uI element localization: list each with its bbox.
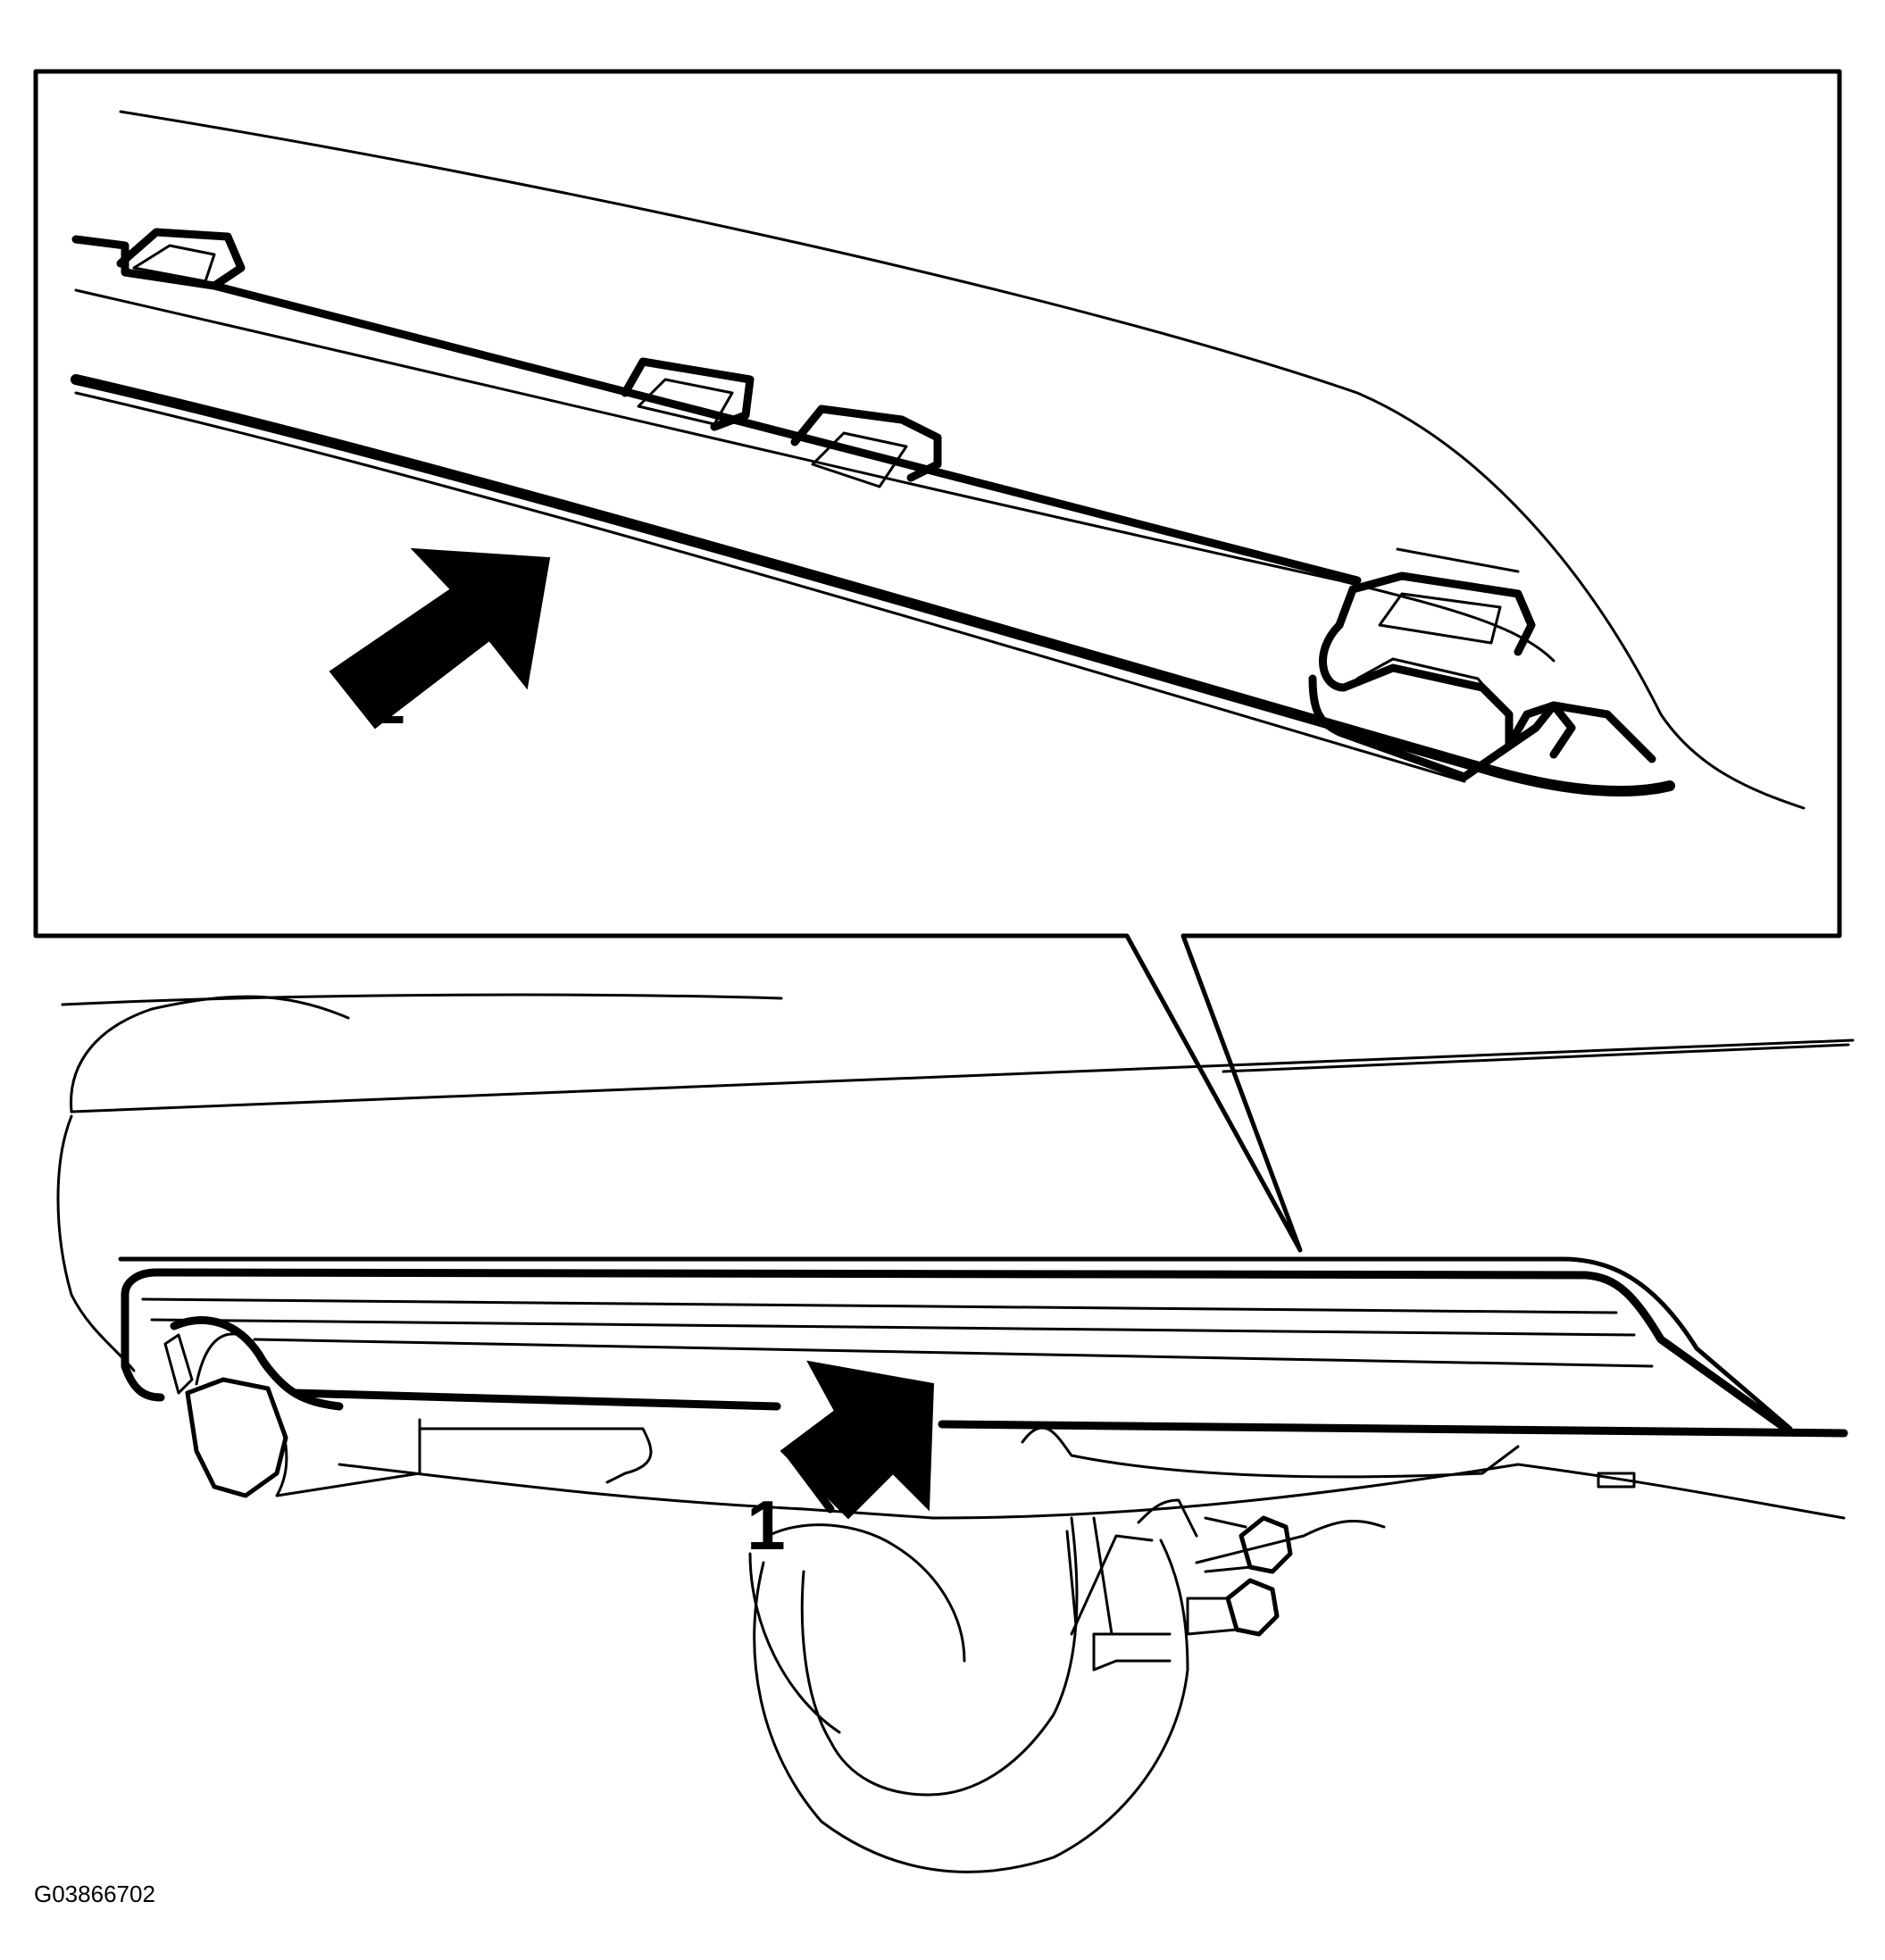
bumper-lower-line: [121, 1362, 1848, 1438]
vehicle-overview: 1: [56, 993, 1855, 1873]
bumper-trim-inner-line-3: [253, 1338, 1654, 1368]
body-top-line: [61, 993, 783, 1006]
clip-recess-3: [790, 405, 942, 488]
strip-profile: [1319, 621, 1576, 759]
body-rear-upper: [70, 995, 350, 1113]
wheel-assembly: [748, 1498, 1386, 1873]
underbody-line-3: [1021, 1426, 1520, 1479]
clip-recess-4: [1335, 547, 1536, 656]
bumper-upper-edge: [71, 235, 1362, 585]
clip-recess-1: [116, 228, 246, 290]
underbody-clip: [1597, 1472, 1636, 1489]
bumper-lower-edge-inner: [74, 391, 1466, 783]
bumper-edge-curve: [74, 288, 1556, 663]
underbody-line-2: [338, 1463, 1846, 1520]
body-rear-curve: [56, 1114, 136, 1372]
bumper-trim-outer: [118, 1256, 1793, 1431]
strip-end: [1308, 674, 1656, 781]
bumper-trim-inner-line-2: [150, 1318, 1636, 1337]
callout-label-overview: 1: [746, 1486, 785, 1564]
figure-code: G03866702: [34, 1881, 155, 1907]
exhaust-pipe: [163, 1316, 421, 1498]
arrow-overview: [780, 1360, 935, 1520]
suspension-bolt-lower: [1186, 1578, 1280, 1637]
body-crease: [1222, 1043, 1850, 1073]
arrow-detail: [329, 547, 551, 730]
strip-profile-inner: [1355, 657, 1502, 707]
clip-recess-2: [621, 357, 755, 431]
bumper-lower-edge: [71, 374, 1675, 797]
suspension-part: [1092, 1516, 1172, 1636]
detail-inset: 1: [33, 69, 1842, 1253]
body-top-line-2: [70, 1038, 1855, 1113]
bumper-trim-inner-line-1: [141, 1297, 1618, 1314]
body-panel-curve: [119, 110, 1806, 810]
callout-label-detail: 1: [366, 660, 405, 738]
bumper-trim-upper: [121, 1268, 1790, 1433]
inset-frame: [33, 69, 1842, 1253]
arrow-overview-tail: [786, 1451, 835, 1514]
bracket-lower: [1092, 1632, 1172, 1672]
suspension-bolt-upper: [1204, 1515, 1293, 1574]
underbody-line: [418, 1427, 653, 1484]
